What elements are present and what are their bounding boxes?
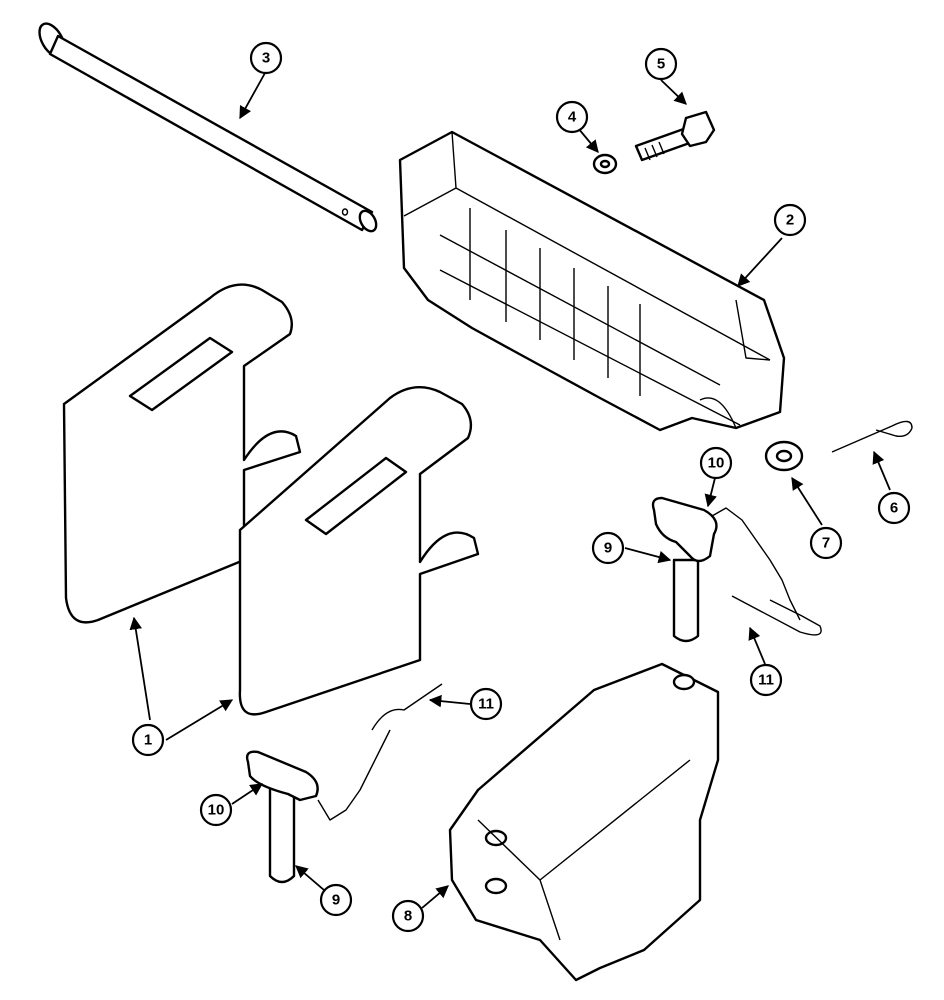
callout-3: 3 <box>249 41 283 75</box>
callout-8: 8 <box>391 899 425 933</box>
callout-2: 2 <box>773 203 807 237</box>
part-suitcase-weight-front <box>238 386 480 716</box>
callout-1: 1 <box>131 723 165 757</box>
svg-text:11: 11 <box>478 696 494 713</box>
svg-text:1: 1 <box>144 732 152 749</box>
svg-text:2: 2 <box>786 212 794 229</box>
svg-text:11: 11 <box>758 672 774 689</box>
leader-lines <box>129 72 891 909</box>
svg-text:4: 4 <box>568 109 577 126</box>
part-small-washer <box>592 153 618 175</box>
callout-9-right: 9 <box>591 531 625 565</box>
svg-text:9: 9 <box>332 892 340 909</box>
part-large-washer <box>764 440 804 472</box>
callout-6: 6 <box>877 491 911 525</box>
part-mount-bracket <box>448 662 720 982</box>
callout-11-right: 11 <box>749 663 783 697</box>
callout-7: 7 <box>809 526 843 560</box>
part-r-clip <box>831 420 913 453</box>
callout-10-left: 10 <box>199 793 233 827</box>
part-bolt <box>634 110 716 162</box>
callout-11-left: 11 <box>469 687 503 721</box>
svg-text:8: 8 <box>404 908 412 925</box>
callout-9-left: 9 <box>319 883 353 917</box>
callout-5: 5 <box>644 47 678 81</box>
part-rod <box>38 22 378 233</box>
part-pin-assembly-right <box>651 496 822 643</box>
svg-text:10: 10 <box>208 802 225 819</box>
svg-text:5: 5 <box>657 56 665 73</box>
callout-4: 4 <box>555 100 589 134</box>
svg-text:6: 6 <box>890 500 898 517</box>
svg-text:9: 9 <box>604 540 612 557</box>
part-weight-carrier <box>398 130 786 432</box>
svg-text:3: 3 <box>262 50 270 67</box>
svg-text:10: 10 <box>708 455 725 472</box>
callout-10-right: 10 <box>699 446 733 480</box>
svg-text:7: 7 <box>822 535 830 552</box>
part-pin-assembly-left <box>245 683 443 884</box>
